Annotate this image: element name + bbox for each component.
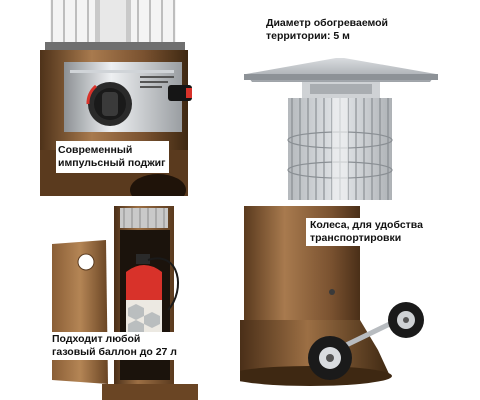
gas-cylinder-icon: [126, 254, 162, 336]
panel-balloon: [40, 200, 210, 400]
balloon-caption-line1: Подходит любой: [52, 333, 141, 345]
ignition-caption-line1: Современный: [58, 144, 133, 156]
area-caption: Диаметр обогреваемой территории: 5 м: [262, 17, 393, 43]
area-caption-line1: Диаметр обогреваемой: [266, 17, 389, 29]
wheels-caption-line1: Колеса, для удобства: [310, 219, 423, 231]
heater-top-photo: [244, 58, 438, 200]
ignition-caption-line2: импульсный поджиг: [58, 157, 166, 169]
gas-compartment-photo: [52, 206, 198, 400]
wheel-icon: [388, 302, 424, 338]
wheels-caption-line2: транспортировки: [310, 232, 402, 244]
wheels-caption: Колеса, для удобства транспортировки: [306, 218, 427, 246]
panel-area: [240, 0, 440, 200]
balloon-caption-line2: газовый баллон до 27 л: [52, 346, 177, 358]
ignition-caption: Современный импульсный поджиг: [56, 141, 170, 173]
balloon-caption: Подходит любой газовый баллон до 27 л: [48, 332, 181, 360]
area-caption-line2: территории: 5 м: [266, 30, 350, 42]
